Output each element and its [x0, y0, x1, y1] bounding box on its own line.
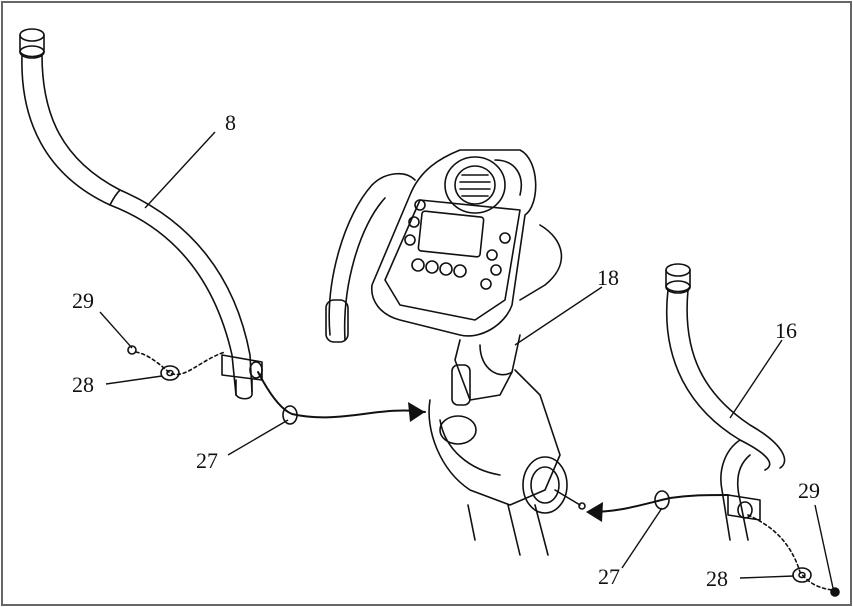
leader-27-right [621, 507, 663, 569]
label-part-27-left: 27 [196, 448, 218, 473]
right-arrowhead-icon [586, 502, 603, 522]
left-assembly-path [257, 371, 426, 419]
label-part-27-right: 27 [598, 564, 620, 589]
leader-16 [729, 339, 783, 419]
right-dashed-guide [747, 514, 833, 591]
leader-29-right [814, 504, 834, 589]
label-part-16: 16 [775, 318, 797, 343]
right-bolt [830, 587, 840, 597]
leader-27-left [227, 419, 289, 456]
leader-18 [514, 286, 603, 346]
left-dashed-guide [135, 351, 226, 376]
right-assembly-path [589, 494, 729, 513]
label-part-29-left: 29 [72, 288, 94, 313]
left-bolt [127, 345, 137, 355]
label-part-8: 8 [225, 110, 236, 135]
leader-28-right [739, 575, 795, 579]
right-washer [792, 567, 812, 583]
leader-8 [144, 131, 216, 209]
label-part-18: 18 [597, 265, 619, 290]
left-washer [160, 365, 180, 381]
leader-29-left [99, 311, 133, 349]
right-handlebar [665, 263, 786, 541]
label-part-28-left: 28 [72, 372, 94, 397]
console-mast [325, 149, 586, 556]
left-handlebar [19, 28, 263, 400]
label-part-29-right: 29 [798, 478, 820, 503]
leader-28-left [105, 375, 163, 385]
label-part-28-right: 28 [706, 566, 728, 591]
left-arrowhead-icon [408, 402, 425, 422]
